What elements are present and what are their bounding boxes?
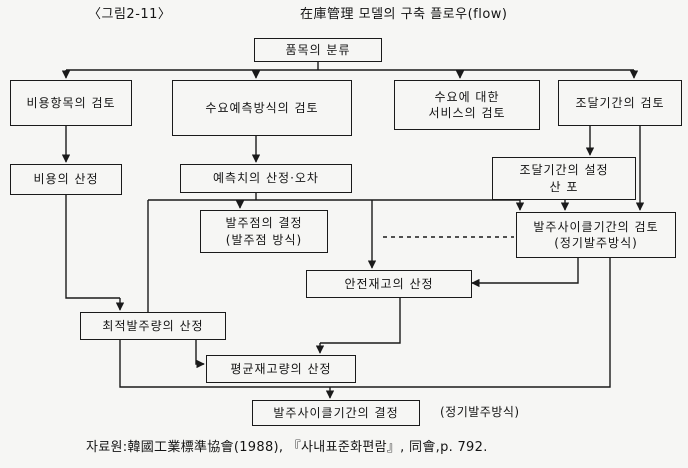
- box-safety-stock: 안전재고의 산정: [306, 270, 472, 298]
- line-cycle-right-down: [330, 258, 611, 388]
- box-reorder-point: 발주점의 결정 (발주점 방식): [200, 210, 328, 253]
- source-citation: 자료원:韓國工業標準協會(1988), 『사내표준화편람』, 同會,p. 792…: [86, 440, 488, 455]
- box-lead-time-setting: 조달기간의 설정 산 포: [492, 157, 636, 200]
- side-note: (정기발주방식): [440, 405, 520, 419]
- box-demand-service-review: 수요에 대한 서비스의 검토: [394, 80, 540, 130]
- box-optimal-order-qty: 최적발주량의 산정: [80, 312, 226, 340]
- line-left-to-bottom: [119, 340, 330, 388]
- box-order-cycle-review: 발주사이클기간의 검토 (정기발주방식): [516, 212, 676, 258]
- line-safety-down: [320, 298, 401, 344]
- box-order-cycle-decision: 발주사이클기간의 결정: [252, 400, 420, 426]
- box-forecast-calculation: 예측치의 산정·오차: [180, 164, 352, 193]
- box-cost-calculation: 비용의 산정: [10, 164, 122, 195]
- line-optimal-to-average: [195, 340, 205, 369]
- box-lead-time-review: 조달기간의 검토: [558, 80, 682, 126]
- line-cycle-to-safety: [471, 258, 579, 288]
- box-average-stock: 평균재고량의 산정: [206, 355, 356, 383]
- box-cost-items-review: 비용항목의 검토: [10, 80, 132, 126]
- diagram-title: 在庫管理 모델의 구축 플로우(flow): [300, 7, 508, 22]
- box-demand-forecast-review: 수요예측방식의 검토: [172, 80, 352, 136]
- box-item-classification: 품목의 분류: [254, 38, 382, 62]
- line-cost-calc-down: [65, 195, 120, 299]
- figure-label: 〈그림2-11〉: [88, 7, 172, 22]
